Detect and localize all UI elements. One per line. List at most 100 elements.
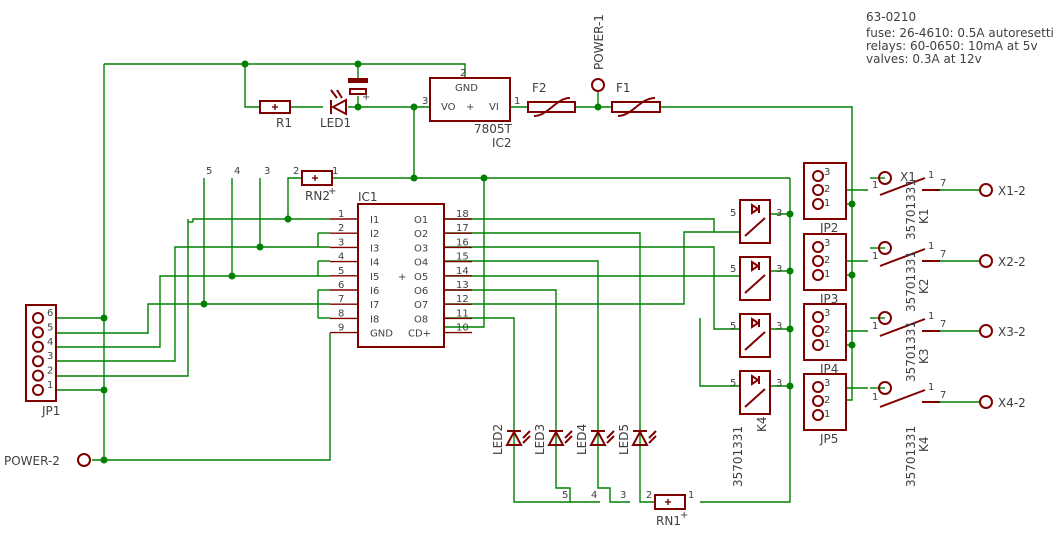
k3-contact-ref: K3 (917, 348, 931, 364)
k4-contact-ref: K4 (917, 436, 931, 452)
jp3-label: JP3 (819, 292, 838, 306)
connector-x3-2[interactable]: X3-2 (979, 324, 1026, 339)
led2-label: LED2 (491, 424, 505, 455)
note-line-2: fuse: 26-4610: 0.5A autoresetti (866, 26, 1054, 40)
rn2-pin-5: 5 (206, 166, 212, 177)
led1-label: LED1 (320, 116, 351, 130)
ic1-right-pin-number: 10 (456, 323, 469, 334)
note-line-3: relays: 60-0650: 10mA at 5v (866, 39, 1038, 53)
relay-coil-k4: 5 3 (730, 370, 782, 415)
rn1-pin-1: 1 (688, 490, 694, 501)
rn1-pin-2: 2 (646, 490, 652, 501)
jp5-pin-1: 1 (824, 409, 830, 420)
k1-contact-pin-1b: 1 (928, 170, 934, 181)
jp1-pin-socket (32, 340, 44, 353)
reg-vo-label: VO (441, 102, 456, 113)
rn2-pin-2: 2 (293, 166, 299, 177)
rn1-pin-3: 3 (620, 490, 626, 501)
ic1-right-pin-number: 17 (456, 223, 469, 234)
resistor-network-rn1: 2 1 RN1 + 5 4 3 (562, 490, 694, 528)
rn2-pin-4: 4 (234, 166, 240, 177)
ic1-right-pin-name: O7 (414, 300, 428, 311)
connector-x2-2[interactable]: X2-2 (979, 254, 1026, 269)
indicator-leds: LED2 LED3 LED4 LED5 (491, 424, 657, 455)
ic1-right-pin-number: 15 (456, 252, 469, 263)
ic1-left-pin-name: I3 (370, 243, 379, 254)
x1-label: X1 (900, 170, 916, 184)
ic1-left-pin-name: GND (370, 329, 393, 340)
x2-2-label: X2-2 (998, 255, 1026, 269)
ic1-right-pin-number: 12 (456, 294, 469, 305)
header-jp5: 3 2 1 JP5 (803, 373, 847, 446)
k1-contact-ref: K1 (917, 208, 931, 224)
jp5-pin-3: 3 (824, 378, 830, 389)
ic1-left-pin-name: I8 (370, 314, 379, 325)
led-led2: LED2 (491, 424, 531, 455)
ic1-ref: IC1 (358, 190, 378, 204)
jp4-label: JP4 (819, 362, 838, 376)
ic1-left-pin-number: 5 (338, 266, 344, 277)
jp1-pin-number: 3 (47, 351, 53, 362)
power-2-terminal[interactable]: POWER-2 (4, 453, 91, 468)
relay-contacts: X1 1 1 7 35701331 K1 1 1 7 35701331 K2 1… (872, 170, 946, 487)
jp1-pin-number: 5 (47, 322, 53, 333)
ic1-right-pin-number: 18 (456, 209, 469, 220)
fuse-f1: F1 (611, 81, 661, 117)
jp1-label: JP1 (41, 404, 60, 418)
led-led4: LED4 (575, 424, 615, 455)
jp1-pin-socket (32, 312, 44, 324)
f2-label: F2 (532, 81, 547, 95)
k2-contact-part: 35701331 (904, 251, 918, 312)
ic1-left-pin-number: 8 (338, 308, 344, 319)
led5-label: LED5 (617, 424, 631, 455)
k2-contact-pin-1b: 1 (928, 241, 934, 252)
led3-label: LED3 (533, 424, 547, 455)
k1-contact-part: 35701331 (904, 179, 918, 240)
header-jp2: 3 2 1 JP2 (803, 162, 847, 235)
k4-coil-part: 35701331 (731, 426, 745, 487)
header-jp4: 3 2 1 JP4 (803, 303, 847, 376)
wires (56, 63, 980, 503)
k4-coil-pin-5: 5 (730, 378, 736, 389)
connector-x1-2[interactable]: X1-2 (979, 183, 1026, 198)
jp1-pin-socket (32, 384, 44, 396)
rn1-plus: + (680, 510, 688, 521)
reg-pin-3: 3 (422, 96, 428, 107)
output-connectors: X1-2 X2-2 X3-2 X4-2 (979, 183, 1026, 410)
led-led1: LED1 (320, 89, 351, 130)
jp5-label: JP5 (819, 432, 838, 446)
k2-contact-pin-7: 7 (940, 249, 946, 260)
ic1-left-pin-number: 4 (338, 252, 344, 263)
k3-contact-part: 35701331 (904, 321, 918, 382)
rn1-label: RN1 (656, 514, 681, 528)
ic1-right-pin-number: 11 (456, 308, 469, 319)
jp2-label: JP2 (819, 221, 838, 235)
connector-x4-2[interactable]: X4-2 (979, 395, 1026, 410)
jp2-pin-1: 1 (824, 198, 830, 209)
ic1-right-pin-name: O2 (414, 229, 428, 240)
note-line-4: valves: 0.3A at 12v (866, 52, 982, 66)
k4-contact-pin-1b: 1 (928, 382, 934, 393)
k2-coil-pin-5: 5 (730, 264, 736, 275)
ic1-right-pin-number: 16 (456, 237, 469, 248)
led-led5: LED5 (617, 424, 657, 455)
reg-name: 7805T (474, 122, 513, 136)
k4-contact-pin-7: 7 (940, 390, 946, 401)
led-led3: LED3 (533, 424, 573, 455)
reg-pin-1: 1 (514, 96, 520, 107)
ic1-left-pin-name: I5 (370, 272, 379, 283)
ic1-right-pin-name: O1 (414, 215, 428, 226)
relay-coils: 5 3 5 3 5 3 5 3 35701331 K4 (730, 199, 782, 487)
reg-ref: IC2 (492, 136, 512, 150)
k4-contact-pin-1: 1 (872, 392, 878, 403)
cap-plus: + (362, 92, 370, 103)
ic1-left-pin-number: 9 (338, 323, 344, 334)
power-1-terminal[interactable]: POWER-1 (591, 14, 606, 92)
ic1-right-pin-name: O3 (414, 243, 428, 254)
k2-contact-pin-1: 1 (872, 251, 878, 262)
rn2-pin-1: 1 (332, 166, 338, 177)
relay-coil-k3: 5 3 (730, 313, 782, 358)
reg-gnd-label: GND (455, 83, 478, 94)
